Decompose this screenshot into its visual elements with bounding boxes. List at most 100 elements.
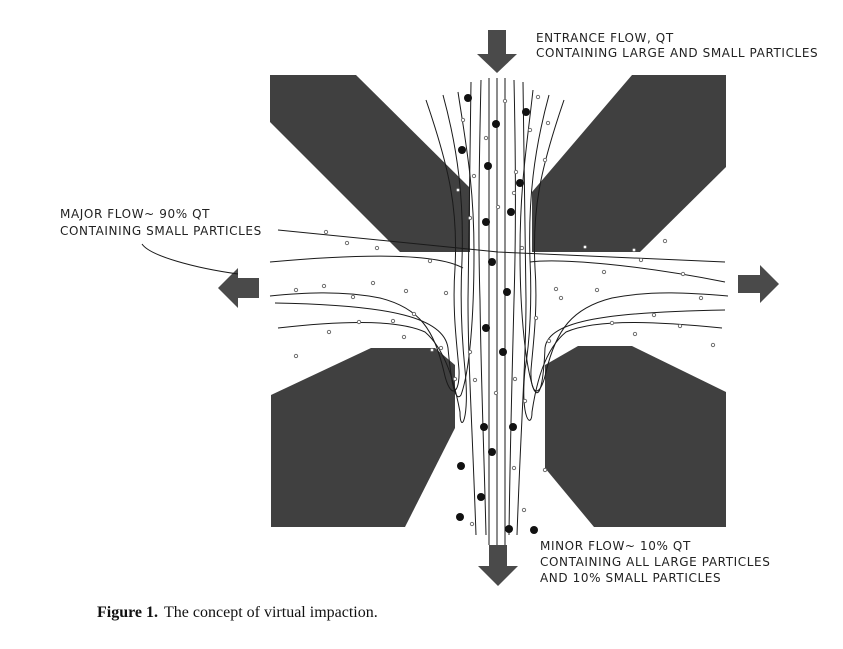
small-particle — [321, 283, 327, 289]
small-particle — [545, 120, 551, 126]
entrance-flow-label: ENTRANCE FLOW, QT — [536, 31, 674, 45]
large-particle — [499, 348, 507, 356]
small-particle — [710, 342, 716, 348]
small-particle — [511, 190, 517, 196]
small-particle — [390, 318, 396, 324]
small-particle — [542, 467, 548, 473]
right-major-arrow-icon — [738, 265, 779, 303]
minor-flow-label: MINOR FLOW~ 10% QT — [540, 539, 691, 553]
large-particle — [456, 513, 464, 521]
nozzle-blocks — [270, 75, 726, 527]
small-particle — [467, 215, 473, 221]
streamline — [516, 81, 527, 536]
large-particle — [516, 179, 524, 187]
small-particle — [512, 376, 518, 382]
small-particle — [460, 117, 466, 123]
flow-arrows — [218, 30, 779, 586]
small-particle — [344, 240, 350, 246]
small-particle — [293, 353, 299, 359]
streamline — [523, 94, 723, 421]
small-particle — [553, 286, 559, 292]
small-particle — [542, 157, 548, 163]
small-particle — [662, 238, 668, 244]
small-particle — [469, 521, 475, 527]
small-particle — [411, 311, 417, 317]
upper-left-block — [270, 75, 470, 252]
minor-arrow-icon — [478, 545, 518, 586]
minor-flow-sublabel-2: AND 10% SMALL PARTICLES — [540, 571, 721, 585]
major-flow-leader-line — [277, 229, 726, 263]
small-particle — [370, 280, 376, 286]
large-particle — [482, 218, 490, 226]
small-particle — [521, 507, 527, 513]
small-particle — [323, 229, 329, 235]
small-particle — [502, 98, 508, 104]
upper-right-block — [532, 75, 726, 252]
large-particle — [458, 146, 466, 154]
streamlines — [141, 78, 729, 545]
streamline — [467, 81, 477, 536]
large-particles — [456, 94, 538, 534]
large-particle — [509, 423, 517, 431]
large-particle — [488, 258, 496, 266]
streamline — [529, 260, 726, 283]
small-particle — [631, 247, 637, 253]
small-particle — [443, 290, 449, 296]
small-particle — [535, 94, 541, 100]
small-particle — [533, 315, 539, 321]
large-particle — [503, 288, 511, 296]
small-particle — [680, 271, 686, 277]
small-particle — [677, 323, 683, 329]
large-particle — [507, 208, 515, 216]
small-particle — [609, 320, 615, 326]
large-particle — [522, 108, 530, 116]
streamline — [269, 255, 464, 269]
small-particle — [638, 257, 644, 263]
small-particle — [582, 244, 588, 250]
small-particle — [293, 287, 299, 293]
entrance-flow-sublabel: CONTAINING LARGE AND SMALL PARTICLES — [536, 46, 818, 60]
large-particle — [505, 525, 513, 533]
small-particle — [452, 376, 458, 382]
large-particle — [492, 120, 500, 128]
small-particle — [632, 331, 638, 337]
small-particle — [471, 173, 477, 179]
small-particle — [495, 204, 501, 210]
small-particle — [467, 349, 473, 355]
large-particle — [530, 526, 538, 534]
small-particle — [350, 294, 356, 300]
major-flow-sublabel: CONTAINING SMALL PARTICLES — [60, 224, 262, 238]
small-particle — [438, 345, 444, 351]
small-particle — [427, 258, 433, 264]
streamline — [508, 79, 516, 536]
small-particle — [493, 390, 499, 396]
large-particle — [488, 448, 496, 456]
small-particle — [374, 245, 380, 251]
small-particle — [429, 347, 435, 353]
small-particle — [546, 338, 552, 344]
large-particle — [477, 493, 485, 501]
large-particle — [482, 324, 490, 332]
large-particle — [464, 94, 472, 102]
small-particle — [326, 329, 332, 335]
figure-number: Figure 1. — [97, 604, 159, 621]
small-particle — [522, 398, 528, 404]
large-particle — [457, 462, 465, 470]
major-flow-leader-line — [141, 243, 239, 275]
small-particles — [293, 94, 716, 527]
small-particle — [558, 295, 564, 301]
minor-flow-sublabel: CONTAINING ALL LARGE PARTICLES — [540, 555, 770, 569]
streamline — [274, 91, 475, 398]
large-particle — [480, 423, 488, 431]
small-particle — [356, 319, 362, 325]
small-particle — [455, 187, 461, 193]
small-particle — [511, 465, 517, 471]
figure-caption: Figure 1.The concept of virtual impactio… — [97, 604, 378, 622]
streamline — [478, 79, 487, 536]
small-particle — [472, 377, 478, 383]
small-particle — [698, 295, 704, 301]
small-particle — [483, 135, 489, 141]
small-particle — [594, 287, 600, 293]
entrance-arrow-icon — [477, 30, 517, 73]
